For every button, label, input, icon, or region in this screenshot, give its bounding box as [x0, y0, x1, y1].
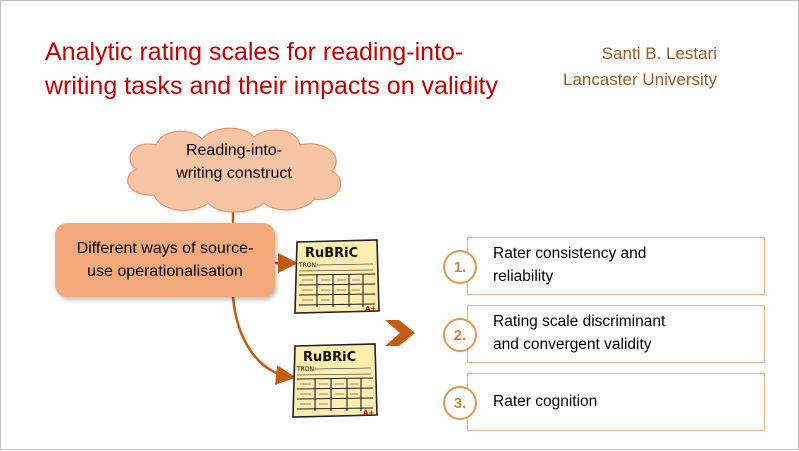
outcome-number-2: 2.	[443, 318, 477, 352]
chevron-right-icon	[385, 320, 415, 346]
outcome-2-line-2: and convergent validity	[493, 336, 652, 353]
rubric-1-label: RuBRiC	[305, 246, 358, 261]
rubric-1-sub: TRON:	[298, 262, 318, 269]
rubric-1-mark: A+	[365, 305, 376, 313]
source-use-box: Different ways of source- use operationa…	[55, 223, 275, 297]
outcome-number-1: 1.	[443, 250, 477, 284]
construct-line-2: writing construct	[176, 165, 292, 182]
rubric-2-mark: A+	[363, 409, 374, 417]
author-block: Santi B. Lestari Lancaster University	[563, 41, 717, 93]
arrow-to-rubric-2	[231, 296, 296, 386]
author-affiliation: Lancaster University	[562, 70, 717, 89]
outcome-text-2: Rating scale discriminant and convergent…	[493, 305, 753, 361]
rubric-image-1: RuBRiC TRON: A+	[294, 239, 380, 314]
outcome-text-3: Rater cognition	[493, 373, 753, 429]
outcome-3-line-1: Rater cognition	[493, 392, 598, 410]
source-use-line-2: use operationalisation	[87, 263, 243, 280]
source-use-line-1: Different ways of source-	[76, 240, 254, 257]
outcome-item-2: 2. Rating scale discriminant and converg…	[443, 305, 765, 363]
rubric-2-label: RuBRiC	[303, 350, 356, 365]
construct-cloud: Reading-into- writing construct	[114, 123, 354, 213]
author-name: Santi B. Lestari	[601, 44, 717, 63]
outcome-box-1	[467, 237, 765, 295]
outcome-1-line-1: Rater consistency and	[493, 245, 647, 262]
rubric-image-2: RuBRiC TRON: A+	[292, 343, 378, 418]
cloud-shape	[127, 127, 342, 213]
outcome-box-3	[467, 373, 765, 431]
outcome-text-1: Rater consistency and reliability	[493, 237, 753, 293]
slide-title: Analytic rating scales for reading-into-…	[45, 38, 498, 100]
outcome-2-line-1: Rating scale discriminant	[493, 313, 666, 330]
outcome-item-1: 1. Rater consistency and reliability	[443, 237, 765, 295]
rubric-2-sub: TRON:	[296, 366, 316, 373]
outcome-1-line-2: reliability	[493, 268, 554, 285]
construct-label: Reading-into- writing construct	[114, 139, 354, 185]
construct-line-1: Reading-into-	[185, 142, 283, 159]
outcome-item-3: 3. Rater cognition	[443, 373, 765, 431]
outcome-box-2	[467, 305, 765, 363]
outcome-number-3: 3.	[443, 386, 477, 420]
